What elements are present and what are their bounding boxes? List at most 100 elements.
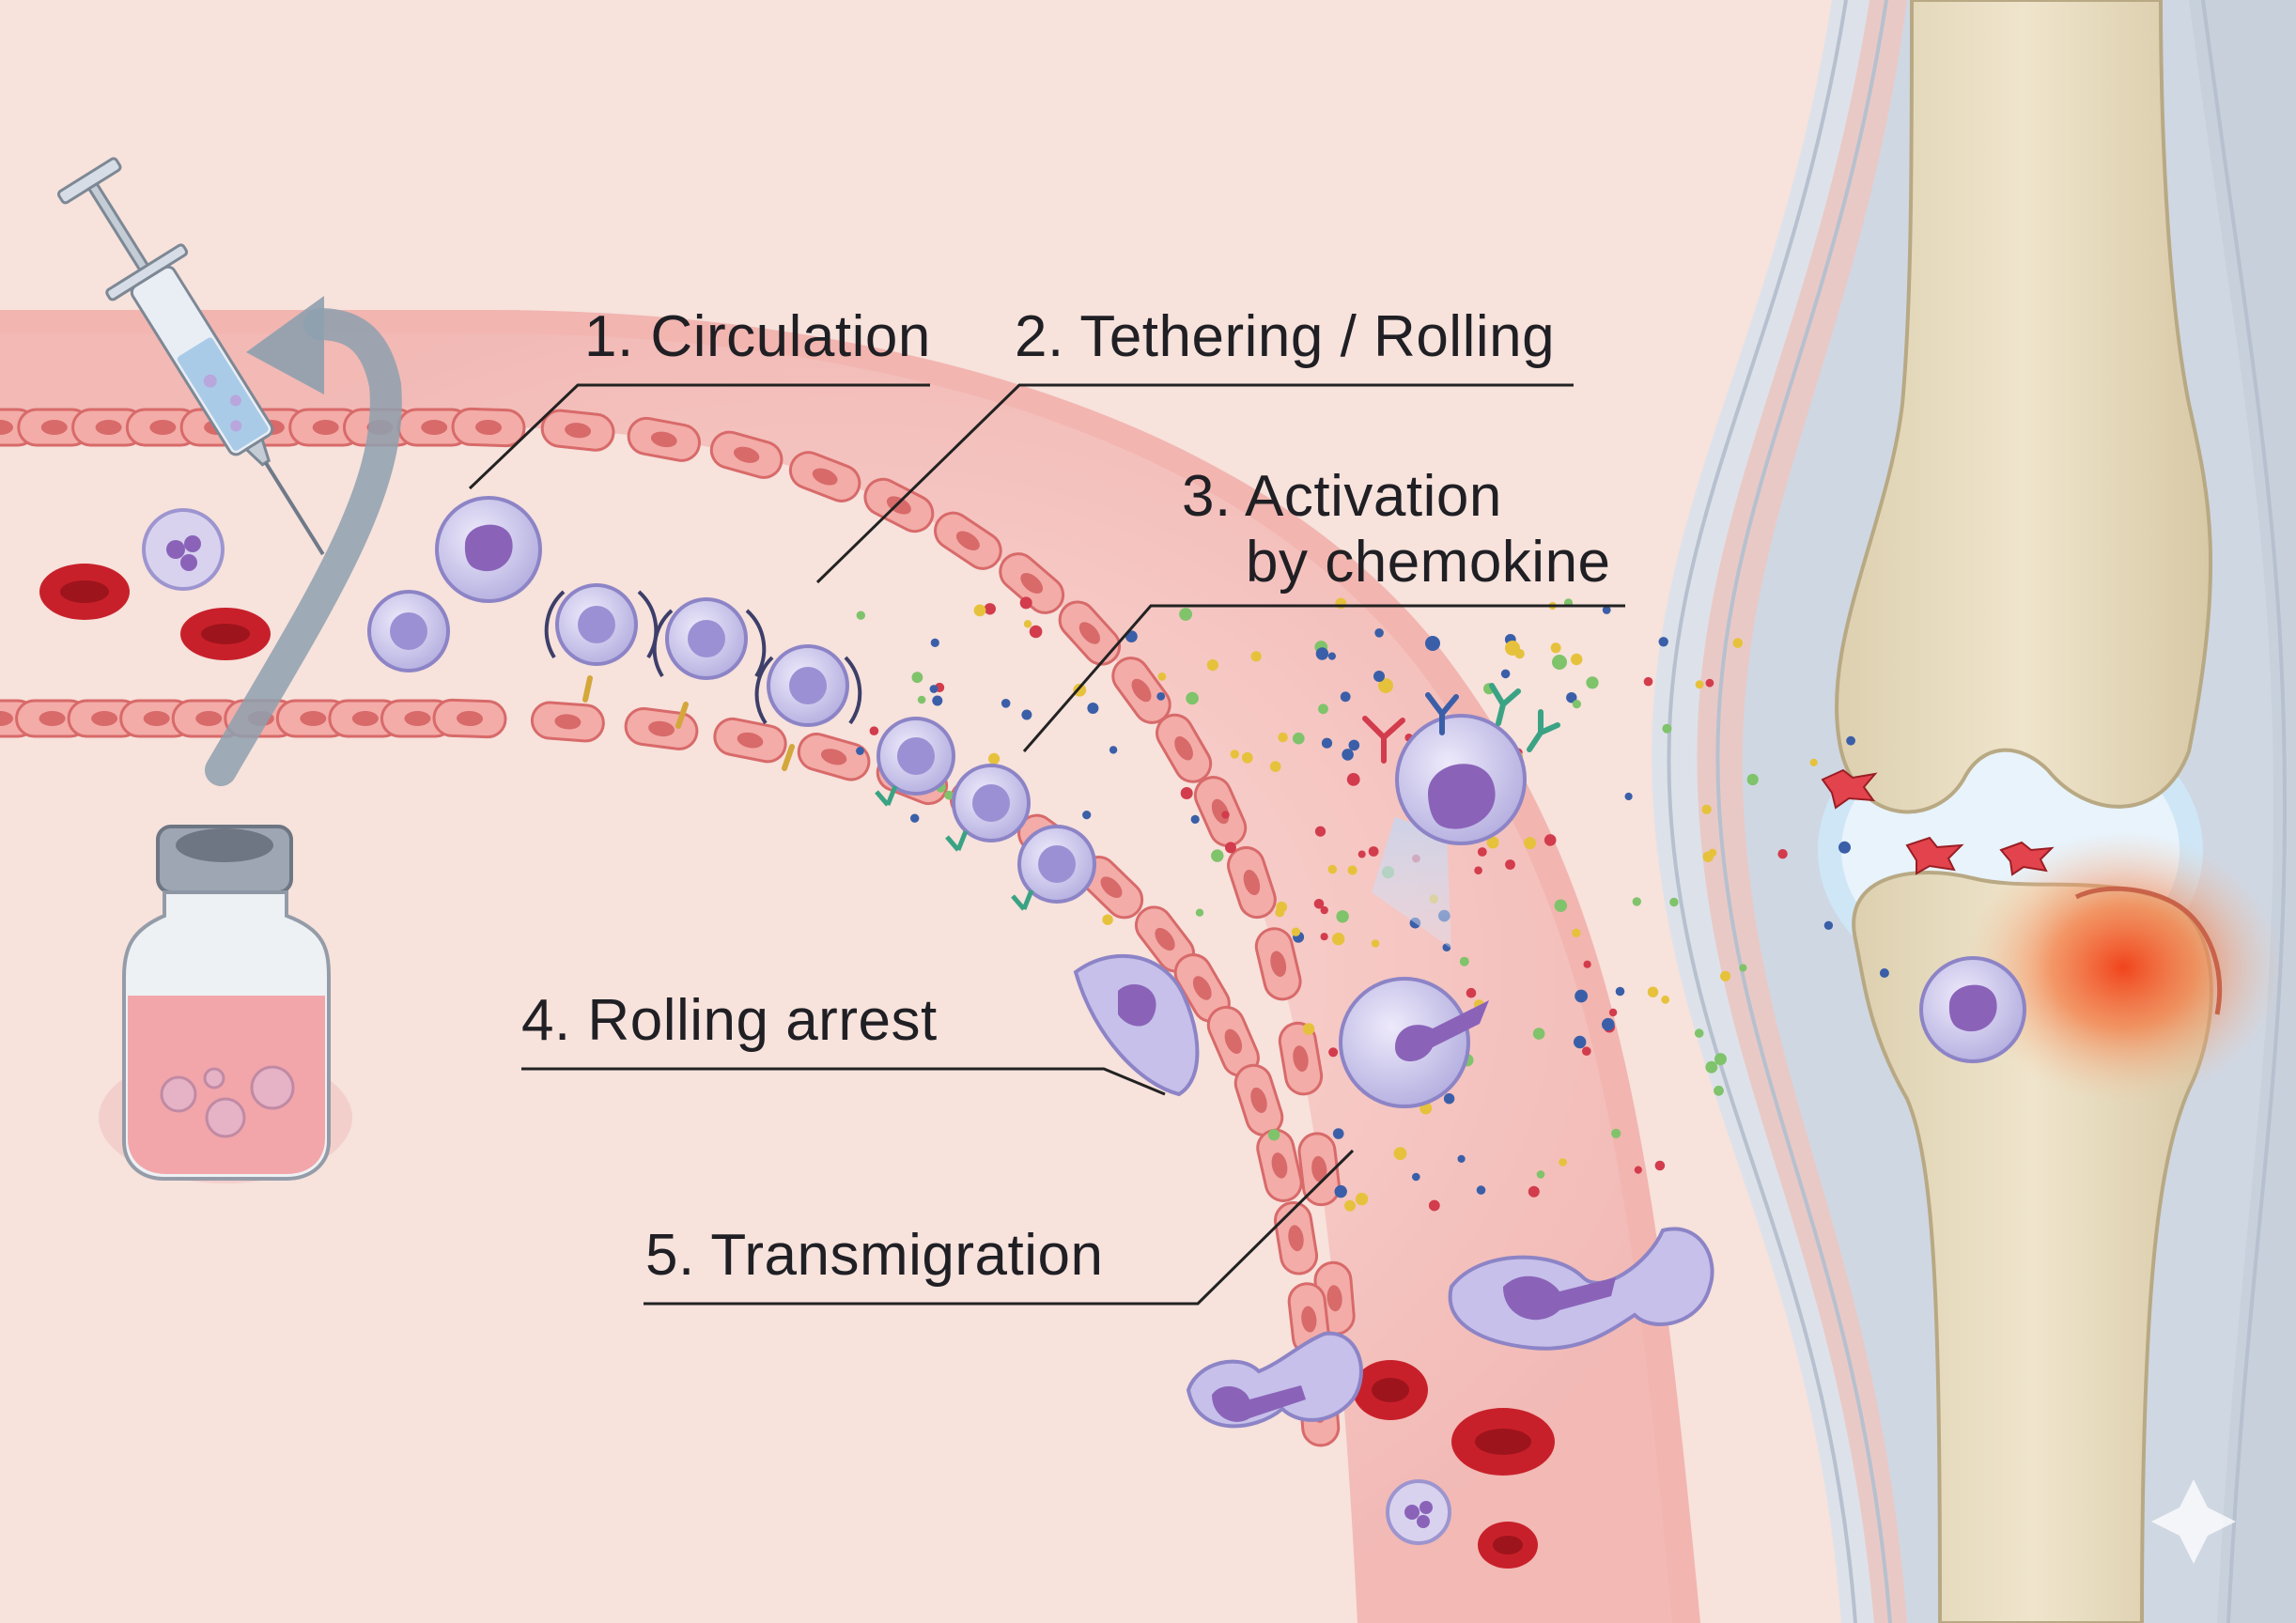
chemokine-dot [1344,1199,1356,1212]
chemokine-dot [1702,851,1714,862]
vial-icon [99,825,352,1183]
chemokine-dot [1572,928,1581,937]
step-5-label: 5. Transmigration [645,1223,1104,1288]
chemokine-dot [1267,1129,1280,1141]
chemokine-dot [973,604,986,617]
chemokine-dot [1211,849,1224,862]
chemokine-dot [1347,865,1357,875]
chemokine-dot [1374,628,1384,638]
chemokine-dot [1355,1192,1369,1206]
chemokine-dot [1291,927,1301,936]
step-1-label: 1. Circulation [584,304,931,369]
chemokine-dot [1809,758,1818,767]
chemokine-dot [1823,920,1834,930]
endothelial-cell [934,511,1002,570]
chemokine-dot [1632,897,1642,906]
chemokine-dot [1695,680,1704,689]
chemokine-dot [1157,672,1167,681]
sparkle-icon [2151,1479,2236,1564]
chemokine-dot [1879,968,1889,978]
endothelial-cell [71,408,147,447]
chemokine-dot [1320,905,1328,915]
endothelial-cell [1256,1128,1303,1202]
chemokine-dot [1371,939,1380,948]
chemokine-dot [1195,908,1204,917]
chemokine-dot [1457,1154,1466,1163]
chemokine-dot [1221,811,1230,819]
chemokine-dot [1532,1028,1545,1040]
chemokine-dot [1582,1046,1591,1056]
chemokine-dot [1777,849,1788,859]
endothelial-cell [797,733,871,781]
chemokine-dot [1156,692,1166,701]
endothelial-cell [709,430,783,479]
chemokine-dot [1335,597,1347,610]
chemokine-dot [1705,678,1714,688]
chemokine-dot [1029,625,1043,639]
chemokine-dot [1838,841,1851,854]
chemokine-dot [1500,669,1511,679]
chemokine-dot [1334,1184,1347,1198]
chemokine-dot [1315,647,1329,660]
endothelial-cell [1278,1021,1324,1096]
chemokine-dot [1466,987,1477,998]
chemokine-dot [1021,709,1032,720]
chemokine-dot [1393,1147,1407,1160]
endothelial-cell [432,698,507,739]
chemokine-dot [1314,826,1326,837]
endothelial-cell [1193,776,1248,847]
chemokine-dot [1669,897,1679,907]
endothelial-cell [624,706,699,750]
chemokine-dot [1572,700,1581,709]
knee-joint-icon [1652,0,2296,1623]
endothelial-cell [713,717,787,764]
step-3-label-line1: 3. Activation [1182,464,1502,529]
endothelial-cell [788,451,861,502]
chemokine-dot [1505,859,1515,870]
chemokine-dot [1658,637,1668,647]
chemokine-dot [1293,732,1305,745]
endothelial-cell [17,408,92,447]
chemokine-dot [1276,901,1288,913]
chemokine-dot [1313,899,1325,909]
chemokine-dot [1583,960,1591,968]
chemokine-dot [1575,989,1588,1003]
step-3-label: 3. Activation by chemokine [1182,464,1611,595]
chemokine-dot [1714,1085,1724,1096]
chemokine-dot [1001,699,1011,708]
chemokine-dot [1615,986,1625,997]
chemokine-dot [1694,1028,1704,1038]
chemokine-dot [1720,970,1731,982]
chemokine-dot [1602,606,1611,614]
chemokine-dot [1586,676,1599,689]
chemokine-dot [1746,773,1759,786]
endothelial-cell [1233,1063,1284,1137]
endothelial-cell [540,409,615,452]
chemokine-dot [1179,608,1192,621]
chemokine-dot [1336,910,1349,923]
chemokine-dot [1611,1128,1621,1138]
chemokine-dot [1571,653,1583,666]
chemokine-dot [911,672,923,684]
chemokine-dot [1624,792,1633,801]
chemokine-dot [856,747,864,755]
chemokine-dot [1566,692,1577,703]
chemokine-dot [869,726,879,735]
chemokine-dot [1340,691,1351,703]
chemokine-receptors [1362,636,1567,764]
chemokine-dot [1474,866,1482,874]
chemokine-dot [1544,834,1557,846]
chemokine-dot [1332,933,1345,946]
chemokine-dot [910,813,920,823]
chemokine-dot [1524,837,1537,850]
endothelial-cell [1206,1005,1260,1077]
chemokine-dot [1536,1170,1545,1179]
chemokine-dot [1225,842,1236,854]
chemokine-dot [1180,787,1193,799]
chemokine-particles [856,596,1889,1212]
chemokine-dot [1654,1160,1666,1171]
chemokine-dot [1269,761,1281,772]
chemokine-dot [1087,703,1099,714]
chemokine-dot [1321,737,1333,749]
